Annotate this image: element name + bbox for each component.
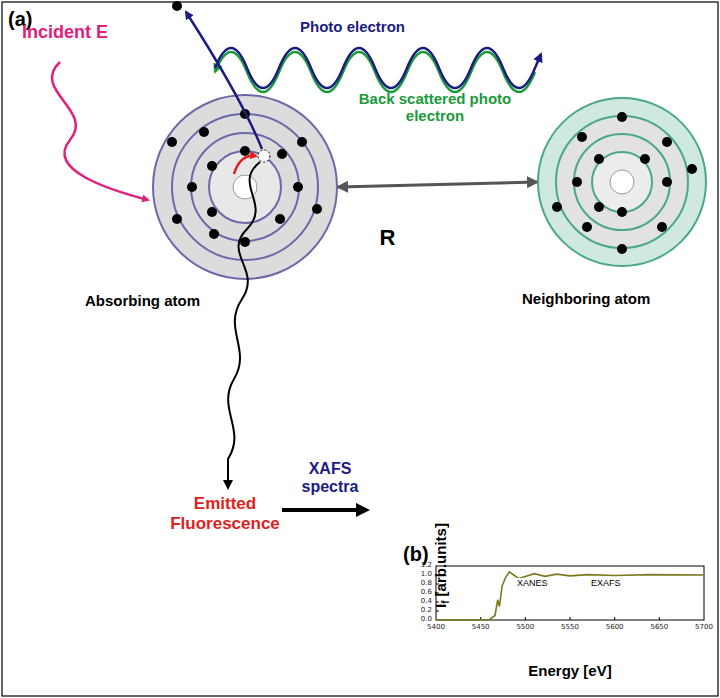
atom-shape	[537, 97, 707, 267]
spectrum-chart	[436, 566, 704, 620]
edge-label: R	[380, 225, 396, 250]
tick-label: 5550	[554, 623, 586, 631]
backscattered-wave	[215, 52, 535, 92]
tick-label: 1.2	[404, 561, 432, 569]
tick-label: 5400	[420, 623, 452, 631]
atom-shape	[152, 94, 338, 280]
tick-label: 5500	[509, 623, 541, 631]
text-label: XAFS spectra	[290, 460, 370, 497]
tick-label: 5600	[599, 623, 631, 631]
axis-title-part: I	[431, 603, 448, 607]
xafs-arrow	[282, 508, 366, 512]
incident-wave	[52, 62, 148, 200]
text-label: Back scattered photo electron	[330, 90, 540, 125]
atom-node: Neighboring atom	[537, 97, 707, 267]
text-label: XANES	[516, 578, 549, 588]
atom-label: Neighboring atom	[522, 290, 650, 307]
tick-label: 0.2	[404, 606, 432, 614]
tick-label: 0.0	[404, 615, 432, 623]
tick-label: 1.0	[404, 570, 432, 578]
tick-label: 0.4	[404, 597, 432, 605]
axis-title: If [arb.units]	[431, 523, 450, 608]
tick-label: 0.6	[404, 588, 432, 596]
atom-label: Absorbing atom	[85, 292, 200, 309]
distance-arrow	[338, 182, 537, 187]
tick-label: 5650	[643, 623, 675, 631]
photoelectron-wave	[215, 48, 541, 88]
tick-label: 0.8	[404, 579, 432, 587]
subscript: f	[439, 600, 450, 603]
atom-node: Absorbing atom	[152, 94, 338, 280]
tick-label: 5450	[465, 623, 497, 631]
text-label: EXAFS	[590, 578, 622, 588]
tick-label: 5700	[688, 623, 720, 631]
axis-title-part: [arb.units]	[431, 523, 448, 596]
text-label: Emitted Fluorescence	[150, 494, 300, 533]
text-label: Energy [eV]	[500, 662, 640, 679]
text-label: Incident E	[22, 22, 108, 43]
text-label: Photo electron	[300, 18, 405, 35]
